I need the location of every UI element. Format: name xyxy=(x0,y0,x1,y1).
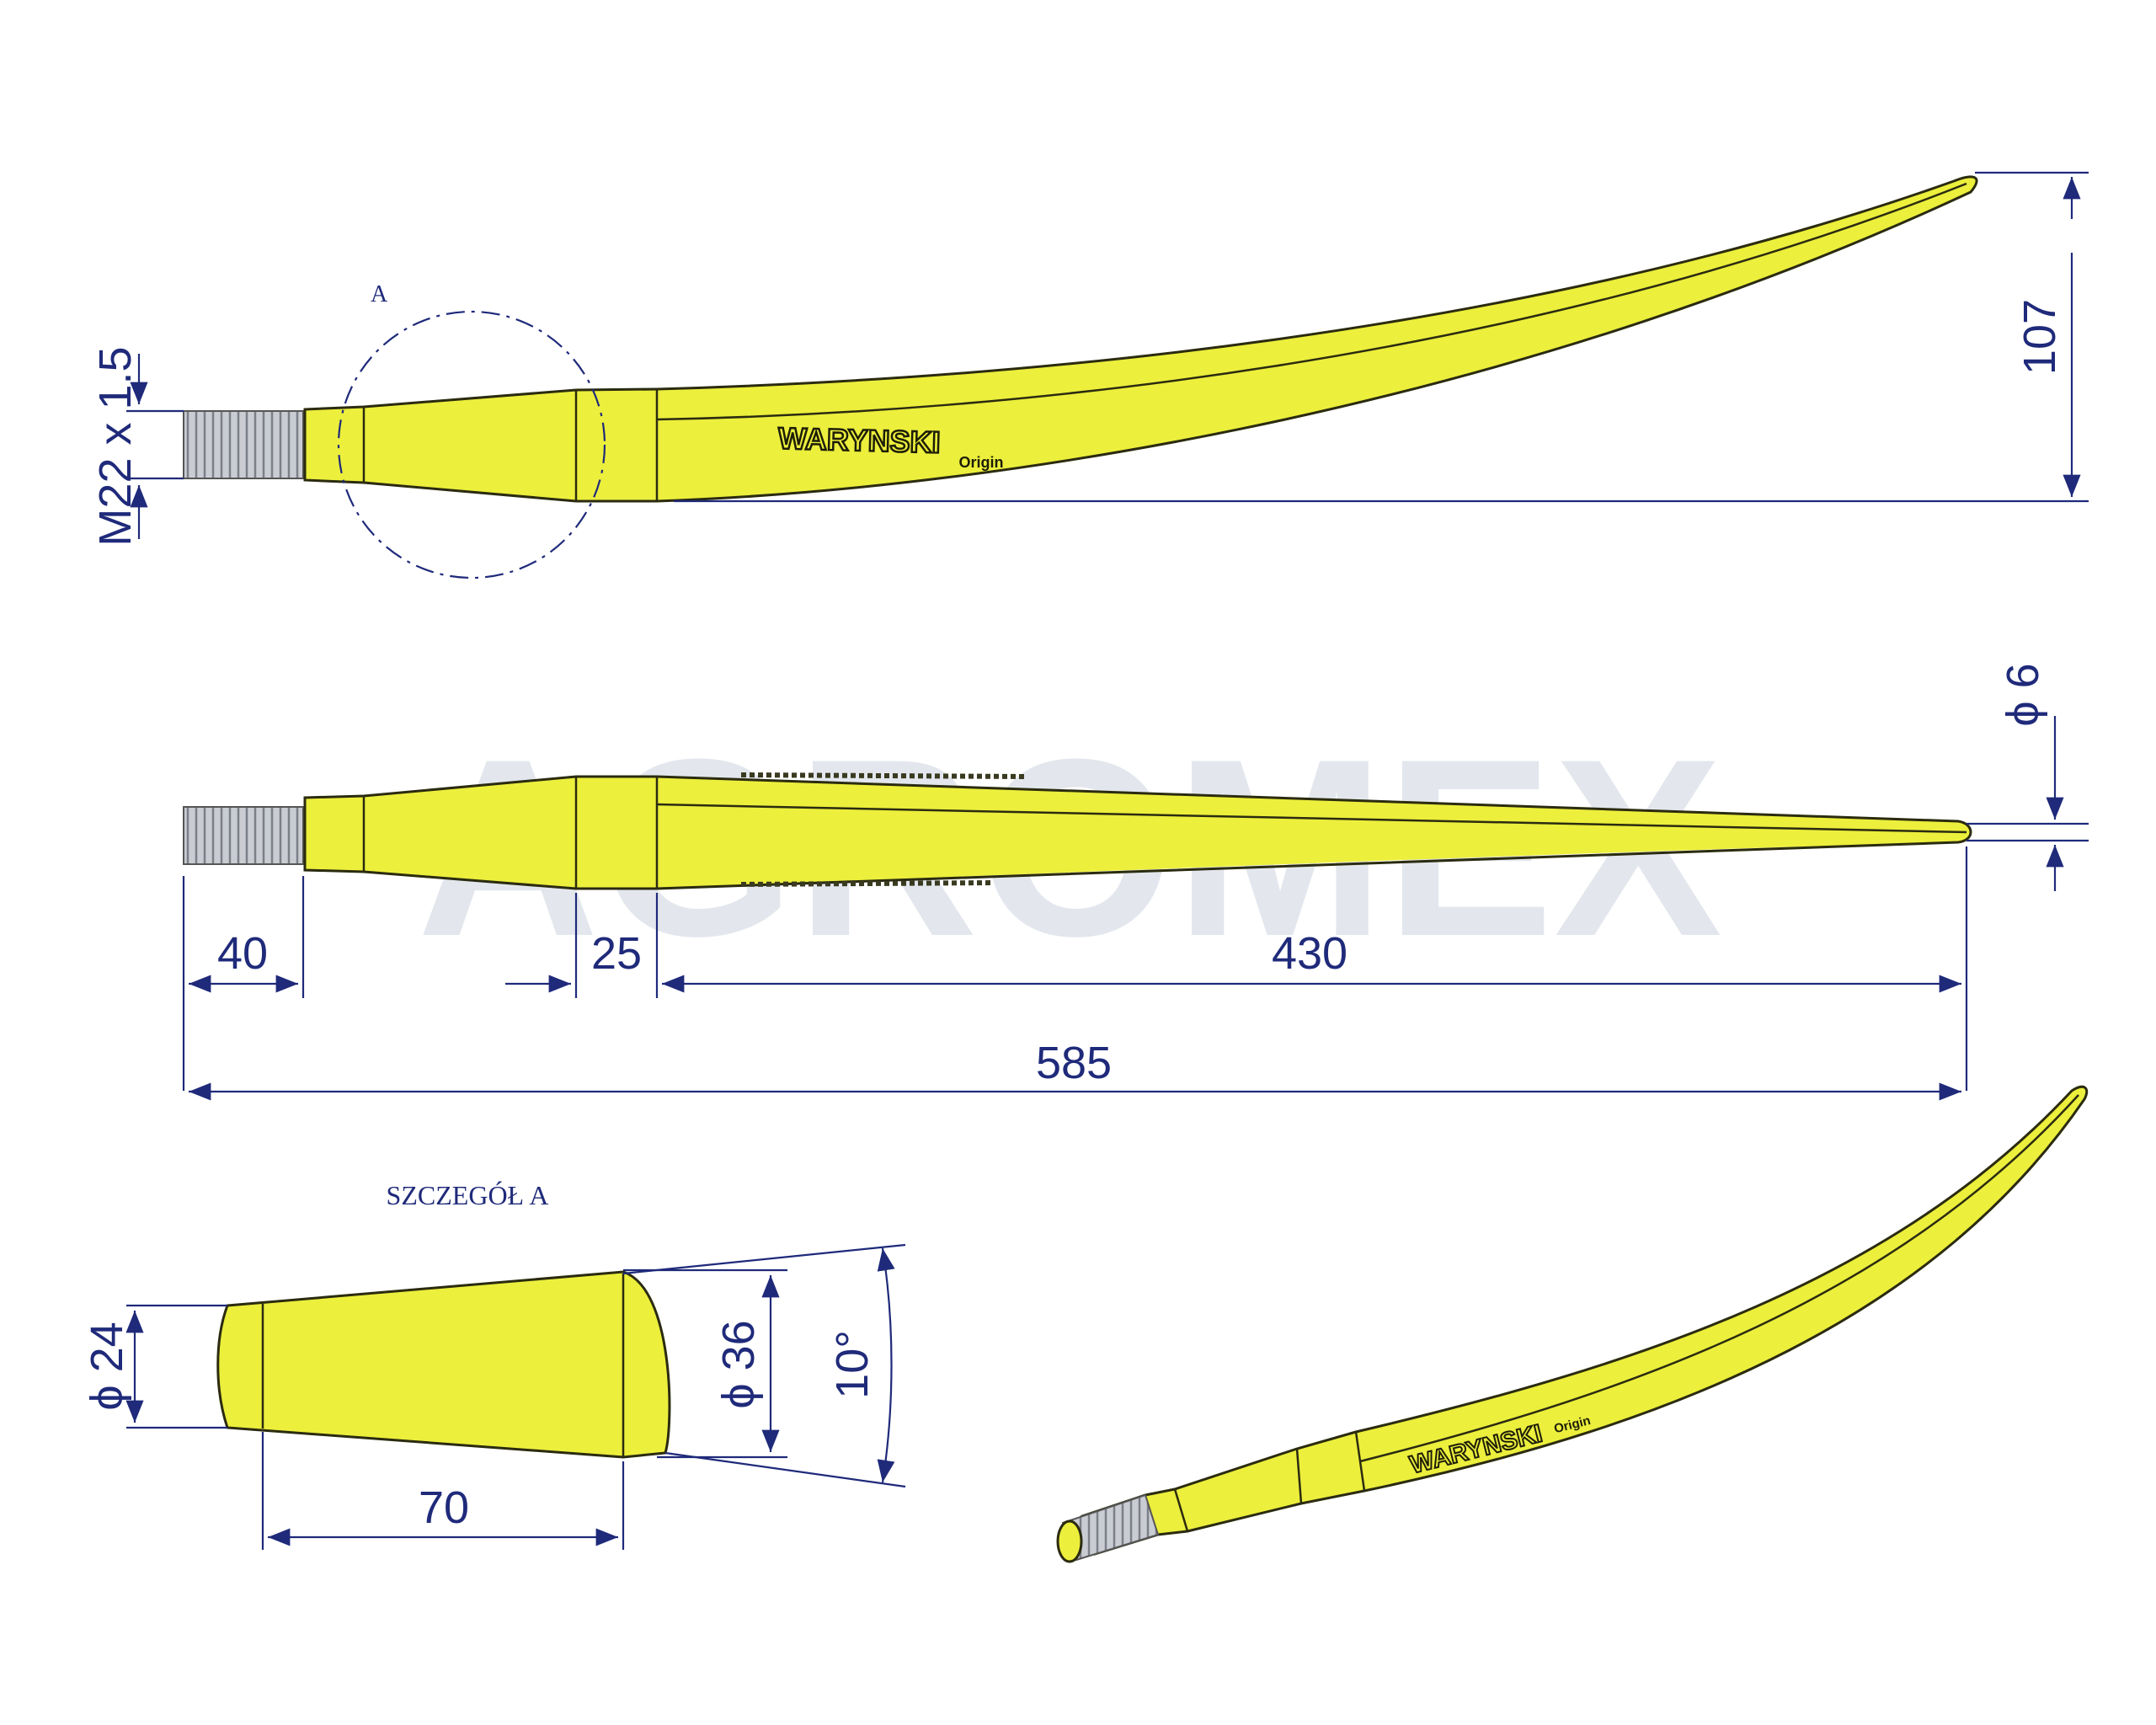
thread-section-top xyxy=(183,806,304,865)
detail-dimensions: ϕ 24 ϕ 36 10° 70 xyxy=(82,1243,906,1550)
tip-length-value: 430 xyxy=(1272,928,1348,979)
height-dimension: 107 xyxy=(674,171,2089,503)
thread-section xyxy=(183,410,304,479)
detail-a-label: A xyxy=(371,281,388,307)
tine-top-view xyxy=(183,772,1972,890)
detail-d-large-value: ϕ 36 xyxy=(713,1320,764,1408)
thread-spec: M22 x 1.5 xyxy=(90,346,141,546)
detail-angle-value: 10° xyxy=(827,1330,878,1399)
total-length-value: 585 xyxy=(1036,1038,1112,1088)
tip-diameter-dimension: ϕ 6 xyxy=(1967,663,2089,891)
brand-sub-side: Origin xyxy=(959,454,1004,471)
tip-diameter-value: ϕ 6 xyxy=(1998,663,2048,726)
detail-title: SZCZEGÓŁ A xyxy=(387,1180,549,1210)
detail-length-value: 70 xyxy=(419,1482,469,1533)
length-dimensions: 40 25 430 585 xyxy=(182,846,1968,1101)
thread-dimension: M22 x 1.5 xyxy=(90,346,184,547)
detail-a-circle xyxy=(337,310,606,579)
height-value: 107 xyxy=(2015,299,2065,375)
collar-length-value: 25 xyxy=(591,928,642,979)
tine-3d-view: WARYNSKI Origin xyxy=(1056,1085,2089,1563)
detail-d-small-value: ϕ 24 xyxy=(82,1322,132,1410)
tine-side-view: WARYNSKI Origin A xyxy=(183,175,1978,579)
brand-logo-side: WARYNSKI xyxy=(777,420,941,459)
thread-length-value: 40 xyxy=(217,928,268,979)
detail-cone xyxy=(216,1270,671,1459)
